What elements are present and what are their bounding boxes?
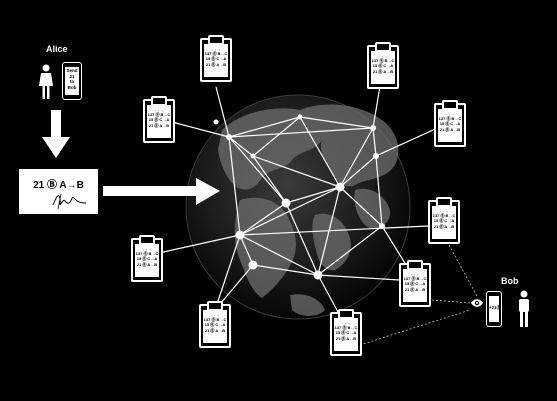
ledger-clipboard: · · · 137 Ⓑ B→C 15 Ⓑ C→A 21 Ⓑ A→B [399,260,431,307]
ledger-line: 137 Ⓑ B→C [135,251,159,256]
ledger-line: 15 Ⓑ C→A [439,121,461,127]
ledger-clipboard: · · · 137 Ⓑ B→C 15 Ⓑ C→A 21 Ⓑ A→B [330,309,362,356]
alice-phone: Send 21 to Bob [62,62,82,100]
node [335,182,345,192]
ledger-line: 21 Ⓑ A→B [204,327,226,333]
phone-line: 21 [69,73,75,79]
phone-line: Bob [67,84,77,90]
transaction-text: 21 Ⓑ A→B [33,180,84,191]
ledger-line: 21 Ⓑ A→B [205,61,227,67]
ledger-clipboard: · · · 137 Ⓑ B→C 15 Ⓑ C→A 21 Ⓑ A→B [428,197,460,244]
down-arrow [42,110,70,158]
node [250,153,256,159]
ledger-line: 21 Ⓑ A→B [136,261,158,267]
node [370,125,376,131]
node [297,114,303,120]
network-edges [149,67,450,326]
ledger-line: 15 Ⓑ C→A [204,322,226,328]
ledger-line: 137 Ⓑ B→C [371,58,395,63]
ledger-line: 15 Ⓑ C→A [205,56,227,62]
ledger-line: 137 Ⓑ B→C [147,112,171,117]
node [226,134,232,140]
ledger-line: 15 Ⓑ C→A [372,63,394,69]
ledger-line: 137 Ⓑ B→C [334,325,358,330]
ledger-clipboard: · · · 137 Ⓑ B→C 15 Ⓑ C→A 21 Ⓑ A→B [200,35,232,82]
ledger-line: 15 Ⓑ C→A [136,256,158,262]
alice-person-icon [39,64,53,99]
ledger-line: 21 Ⓑ A→B [335,335,357,341]
right-arrow [103,178,220,205]
ledger-line: 15 Ⓑ C→A [148,117,170,123]
bob-phone-text: +21Ⓑ [489,305,501,310]
ledger-clipboard: · · · 137 Ⓑ B→C 15 Ⓑ C→A 21 Ⓑ A→B [199,301,231,348]
ledger-clipboard: · · · 137 Ⓑ B→C 15 Ⓑ C→A 21 Ⓑ A→B [367,42,399,89]
ledger-line: 21 Ⓑ A→B [372,68,394,74]
alice-name: Alice [46,44,68,54]
ledger-clipboard: · · · 137 Ⓑ B→C 15 Ⓑ C→A 21 Ⓑ A→B [143,96,175,143]
node [373,153,379,159]
node [379,223,385,229]
ledger-clipboard: · · · 137 Ⓑ B→C 15 Ⓑ C→A 21 Ⓑ A→B [131,235,163,282]
network-nodes [213,114,385,280]
ledger-line: 21 Ⓑ A→B [433,223,455,229]
ledger-clipboard: · · · 137 Ⓑ B→C 15 Ⓑ C→A 21 Ⓑ A→B [434,100,466,147]
bob-phone: +21Ⓑ [486,291,502,327]
signed-transaction: 21 Ⓑ A→B [19,169,98,214]
signature-mark [52,193,87,210]
ledger-line: 137 Ⓑ B→C [432,213,456,218]
phone-line: to [69,79,75,85]
node [281,198,291,208]
node [235,230,245,240]
ledger-line: 137 Ⓑ B→C [438,116,462,121]
ledger-line: 21 Ⓑ A→B [404,286,426,292]
node [313,270,323,280]
observation-lines [359,244,479,346]
ledger-line: 15 Ⓑ C→A [404,281,426,287]
ledger-line: 15 Ⓑ C→A [335,330,357,336]
ledger-line: 137 Ⓑ B→C [203,317,227,322]
node [248,260,258,270]
ledger-line: 137 Ⓑ B→C [403,276,427,281]
bob-person-icon [519,290,529,327]
ledger-line: 21 Ⓑ A→B [148,122,170,128]
phone-line: Send [66,68,78,73]
bob-name: Bob [501,276,519,286]
node [213,119,219,125]
ledger-line: 137 Ⓑ B→C [204,51,228,56]
ledger-line: 21 Ⓑ A→B [439,126,461,132]
ledger-line: 15 Ⓑ C→A [433,218,455,224]
eye-icon [471,299,483,307]
